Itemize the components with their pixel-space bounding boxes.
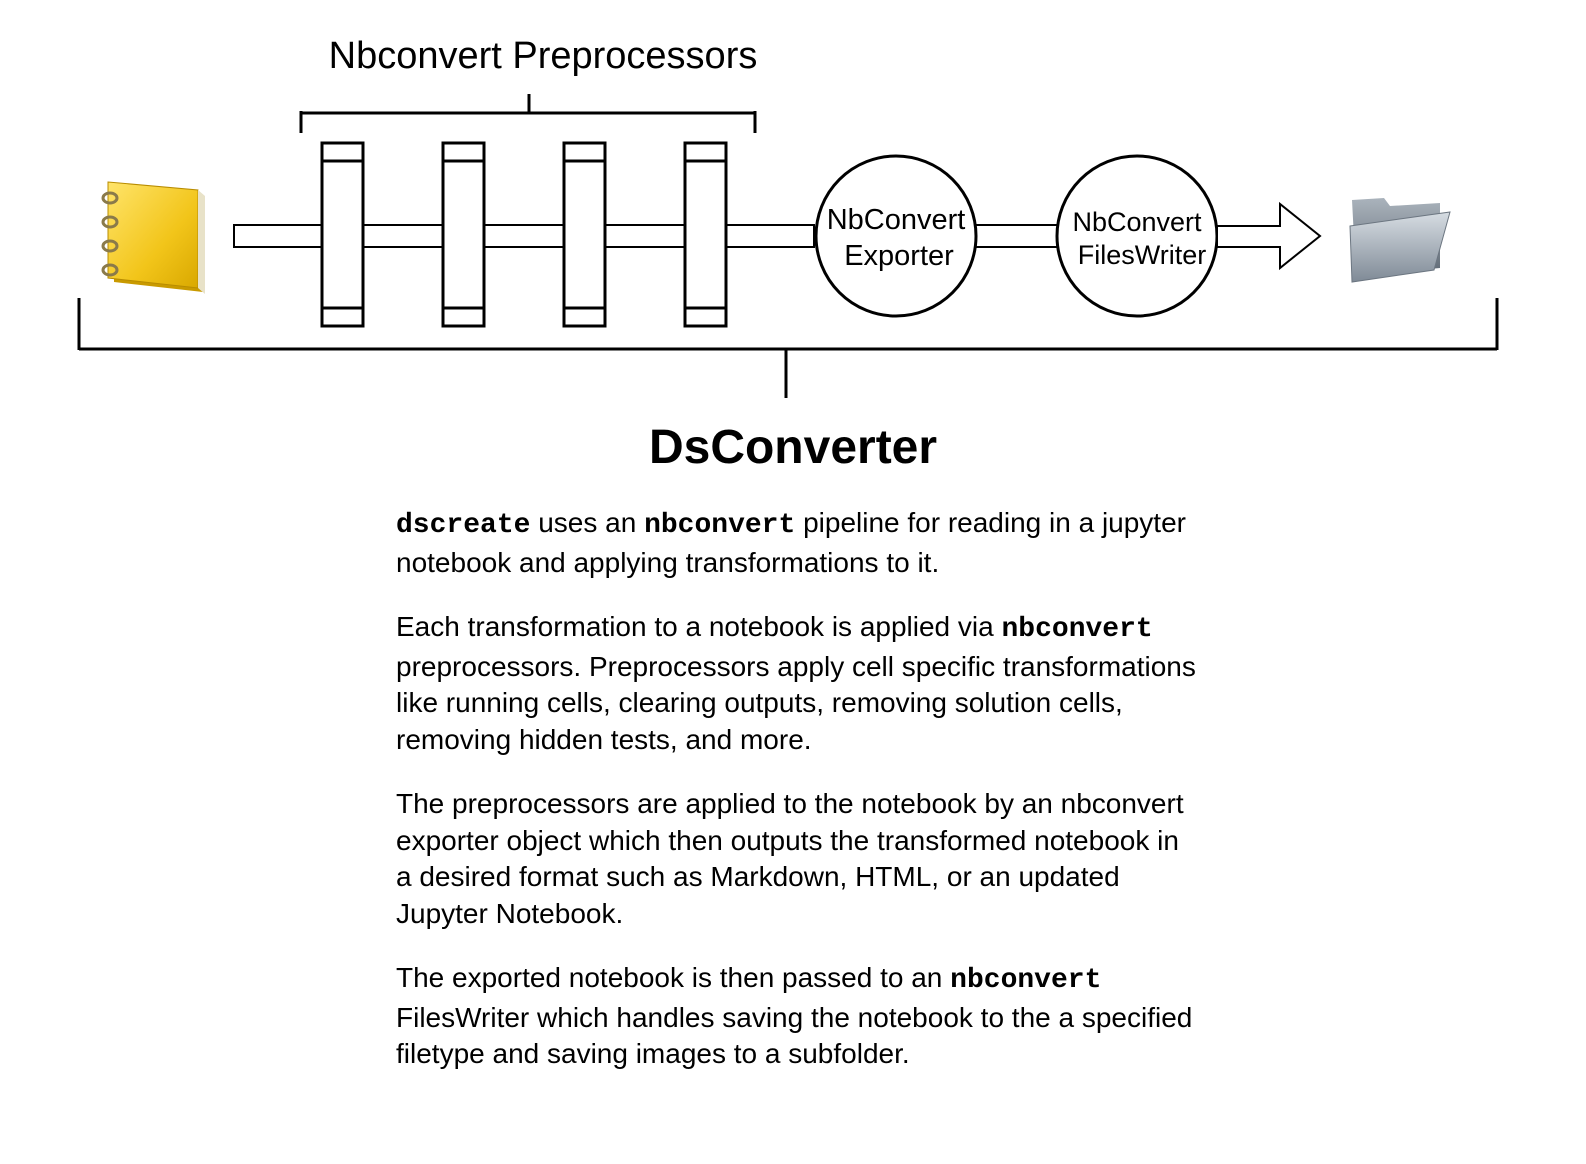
preprocessor-unit (441, 141, 486, 328)
code-nbconvert: nbconvert (644, 510, 796, 541)
paragraph-4: The exported notebook is then passed to … (396, 960, 1196, 1073)
fileswriter-node: NbConvert FilesWriter (1055, 154, 1219, 318)
paragraph-text: uses an (530, 507, 645, 538)
code-nbconvert: nbconvert (1001, 614, 1153, 645)
preprocessors-bracket (299, 94, 757, 133)
paragraph-3: The preprocessors are applied to the not… (396, 786, 1196, 932)
exporter-label-line2: Exporter (844, 240, 954, 272)
code-dscreate: dscreate (396, 510, 531, 541)
pipeline-diagram: Nbconvert Preprocessors NbConvert Export… (77, 35, 1499, 398)
exporter-node: NbConvert Exporter (814, 154, 978, 318)
fileswriter-label-line1: NbConvert (1072, 207, 1202, 237)
exporter-label-line1: NbConvert (827, 204, 966, 236)
paragraph-text: The preprocessors are applied to the not… (396, 788, 1184, 929)
preprocessors-label: Nbconvert Preprocessors (329, 35, 758, 77)
description: dscreate uses an nbconvert pipeline for … (396, 505, 1196, 1101)
paragraph-text: pipeline for reading in a jupyter notebo… (396, 507, 1186, 578)
code-nbconvert: nbconvert (950, 965, 1102, 996)
paragraph-2: Each transformation to a notebook is app… (396, 609, 1196, 758)
paragraph-text: FilesWriter which handles saving the not… (396, 1001, 1193, 1070)
output-arrow (1216, 201, 1322, 271)
folder-icon (1349, 198, 1451, 283)
page-title: DsConverter (648, 421, 938, 474)
paragraph-text: preprocessors. Preprocessors apply cell … (396, 650, 1196, 755)
paragraph-1: dscreate uses an nbconvert pipeline for … (396, 505, 1196, 581)
fileswriter-label-line2: FilesWriter (1078, 240, 1207, 270)
pipeline-bar (233, 224, 1061, 248)
notebook-icon (101, 181, 205, 294)
preprocessor-unit (320, 141, 365, 328)
paragraph-text: The exported notebook is then passed to … (396, 962, 951, 993)
preprocessor-unit (683, 141, 728, 328)
dsconverter-bracket (77, 298, 1499, 398)
paragraph-text: Each transformation to a notebook is app… (396, 611, 1002, 642)
preprocessor-unit (562, 141, 607, 328)
